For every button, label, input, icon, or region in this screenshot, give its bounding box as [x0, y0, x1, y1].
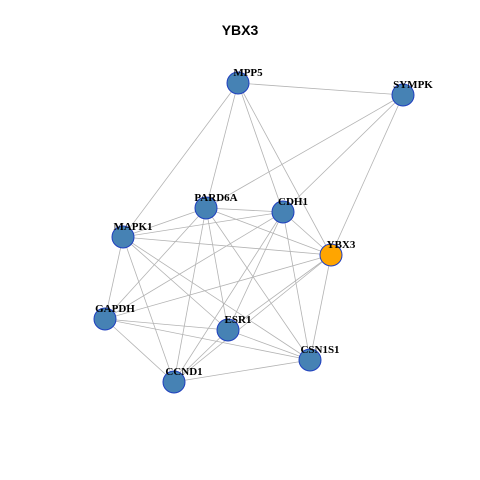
- edge-pard6a-cdh1: [205, 207, 284, 213]
- node-label-csn1s1: CSN1S1: [300, 344, 339, 356]
- edge-ybx3-ccnd1: [173, 254, 332, 383]
- edge-mpp5-cdh1: [237, 82, 284, 213]
- edge-esr1-csn1s1: [227, 329, 311, 361]
- node-layer: [93, 71, 415, 394]
- edge-ybx3-csn1s1: [309, 254, 332, 361]
- node-esr1[interactable]: [216, 318, 240, 342]
- node-label-pard6a: PARD6A: [194, 192, 237, 204]
- edge-gapdh-esr1: [104, 318, 229, 331]
- node-mpp5[interactable]: [226, 71, 250, 95]
- edge-pard6a-mapk1: [122, 207, 207, 238]
- edge-mpp5-pard6a: [205, 82, 239, 209]
- node-csn1s1[interactable]: [298, 348, 322, 372]
- node-label-sympk: SYMPK: [393, 79, 433, 91]
- node-ccnd1[interactable]: [162, 370, 186, 394]
- edge-pard6a-esr1: [205, 207, 229, 331]
- edge-cdh1-gapdh: [104, 211, 284, 320]
- node-mapk1[interactable]: [111, 225, 135, 249]
- node-label-ccnd1: CCND1: [165, 366, 202, 378]
- edge-pard6a-csn1s1: [205, 207, 311, 361]
- edge-cdh1-esr1: [227, 211, 284, 331]
- node-sympk[interactable]: [391, 83, 415, 107]
- node-label-gapdh: GAPDH: [95, 303, 135, 315]
- node-ybx3[interactable]: [319, 243, 343, 267]
- edge-sympk-ybx3: [330, 94, 404, 256]
- edge-gapdh-csn1s1: [104, 318, 311, 361]
- edge-esr1-ccnd1: [173, 329, 229, 383]
- edge-mpp5-sympk: [237, 82, 404, 96]
- edge-layer: [104, 82, 404, 383]
- diagram-title: YBX3: [222, 22, 259, 38]
- edge-mapk1-esr1: [122, 236, 229, 331]
- edge-mpp5-mapk1: [122, 82, 239, 238]
- edge-sympk-cdh1: [282, 94, 404, 213]
- node-pard6a[interactable]: [194, 196, 218, 220]
- edge-mapk1-csn1s1: [122, 236, 311, 361]
- edge-cdh1-mapk1: [122, 211, 284, 238]
- edge-cdh1-csn1s1: [282, 211, 311, 361]
- node-label-mpp5: MPP5: [233, 67, 263, 79]
- edge-mapk1-ybx3: [122, 236, 332, 256]
- edge-gapdh-ccnd1: [104, 318, 175, 383]
- edge-mapk1-gapdh: [104, 236, 124, 320]
- node-cdh1[interactable]: [271, 200, 295, 224]
- edge-csn1s1-ccnd1: [173, 359, 311, 383]
- edge-ybx3-esr1: [227, 254, 332, 331]
- edge-mpp5-ybx3: [237, 82, 332, 256]
- node-label-cdh1: CDH1: [278, 196, 308, 208]
- node-gapdh[interactable]: [93, 307, 117, 331]
- node-label-ybx3: YBX3: [327, 239, 356, 251]
- edge-ybx3-gapdh: [104, 254, 332, 320]
- node-label-esr1: ESR1: [225, 314, 252, 326]
- edge-sympk-pard6a: [205, 94, 404, 209]
- edge-cdh1-ccnd1: [173, 211, 284, 383]
- edge-mapk1-ccnd1: [122, 236, 175, 383]
- node-label-mapk1: MAPK1: [113, 221, 152, 233]
- edge-pard6a-ybx3: [205, 207, 332, 256]
